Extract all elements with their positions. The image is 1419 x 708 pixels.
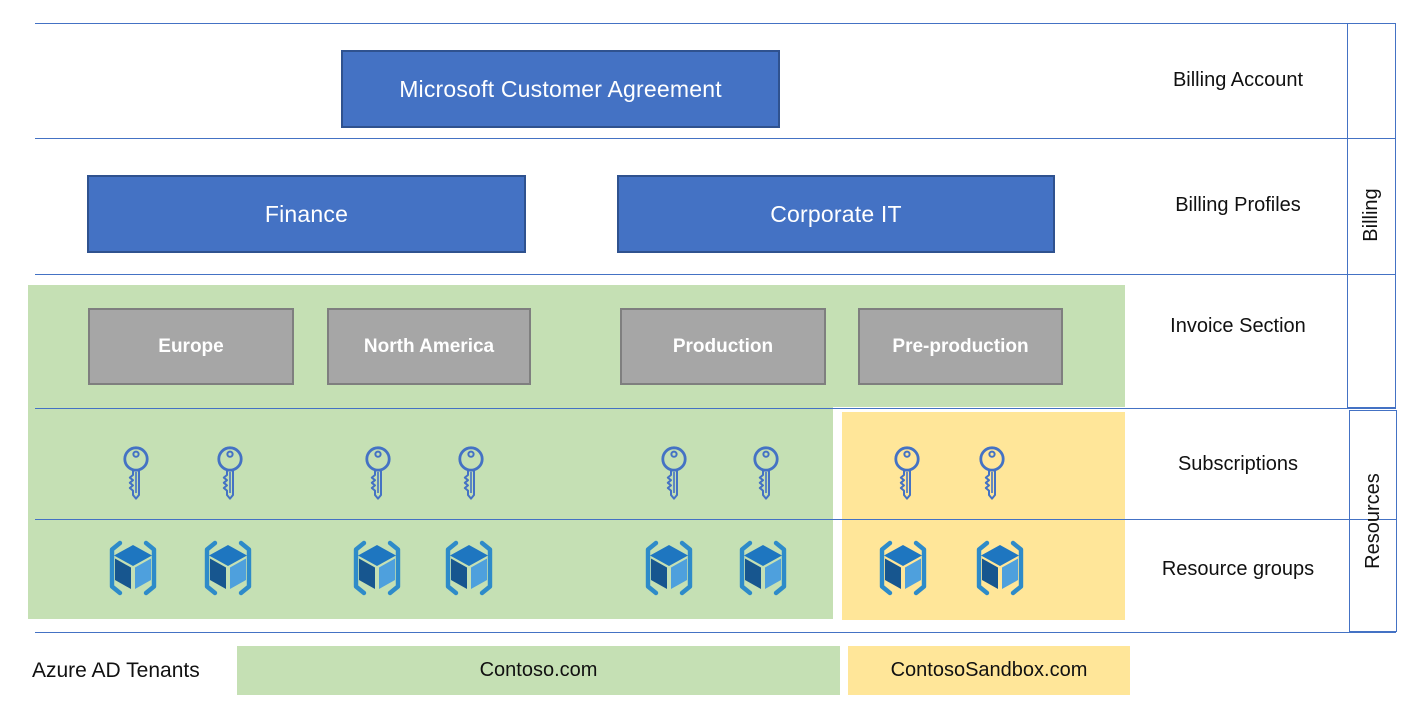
invoice-section-box-production: Production <box>620 308 826 385</box>
billing-profile-box-finance: Finance <box>87 175 526 253</box>
billing-group-label: Billing <box>1359 188 1382 242</box>
row-label-invoice-section: Invoice Section <box>1170 314 1306 337</box>
contoso-resources-green-band <box>28 407 833 619</box>
tenant-box-contoso: Contoso.com <box>237 646 840 695</box>
subscription-key-icon <box>458 446 484 501</box>
separator-line-resource-groups <box>35 632 1396 633</box>
billing-account-box: Microsoft Customer Agreement <box>341 50 780 128</box>
resources-group-band <box>1349 410 1397 632</box>
resource-group-cube-icon <box>439 538 499 598</box>
resource-group-cube-icon <box>103 538 163 598</box>
subscription-key-icon <box>365 446 391 501</box>
sandbox-resources-yellow-band <box>842 412 1125 620</box>
subscription-key-icon <box>979 446 1005 501</box>
resource-group-cube-icon <box>639 538 699 598</box>
subscription-key-icon <box>894 446 920 501</box>
billing-group-band <box>1347 23 1396 408</box>
separator-line-subscriptions <box>35 519 1396 520</box>
resource-group-cube-icon <box>873 538 933 598</box>
resource-group-cube-icon <box>733 538 793 598</box>
subscription-key-icon <box>753 446 779 501</box>
tenant-box-contoso-sandbox: ContosoSandbox.com <box>848 646 1130 695</box>
subscription-key-icon <box>217 446 243 501</box>
separator-line-billing-account <box>35 138 1396 139</box>
resource-group-cube-icon <box>198 538 258 598</box>
row-label-subscriptions: Subscriptions <box>1177 452 1299 475</box>
separator-line-invoice-section <box>35 408 1396 409</box>
resources-group-label: Resources <box>1361 473 1384 569</box>
separator-line-billing-profiles <box>35 274 1396 275</box>
invoice-section-box-north-america: North America <box>327 308 531 385</box>
resource-group-cube-icon <box>347 538 407 598</box>
resource-group-cube-icon <box>970 538 1030 598</box>
invoice-section-box-europe: Europe <box>88 308 294 385</box>
subscription-key-icon <box>123 446 149 501</box>
billing-profile-box-corporate-it: Corporate IT <box>617 175 1055 253</box>
row-label-billing-account: Billing Account <box>1172 68 1304 91</box>
row-label-resource-groups: Resource groups <box>1161 557 1315 580</box>
row-label-billing-profiles: Billing Profiles <box>1175 193 1301 216</box>
azure-ad-tenants-label: Azure AD Tenants <box>32 658 200 682</box>
separator-line-top <box>35 23 1396 24</box>
subscription-key-icon <box>661 446 687 501</box>
invoice-section-box-pre-production: Pre-production <box>858 308 1063 385</box>
